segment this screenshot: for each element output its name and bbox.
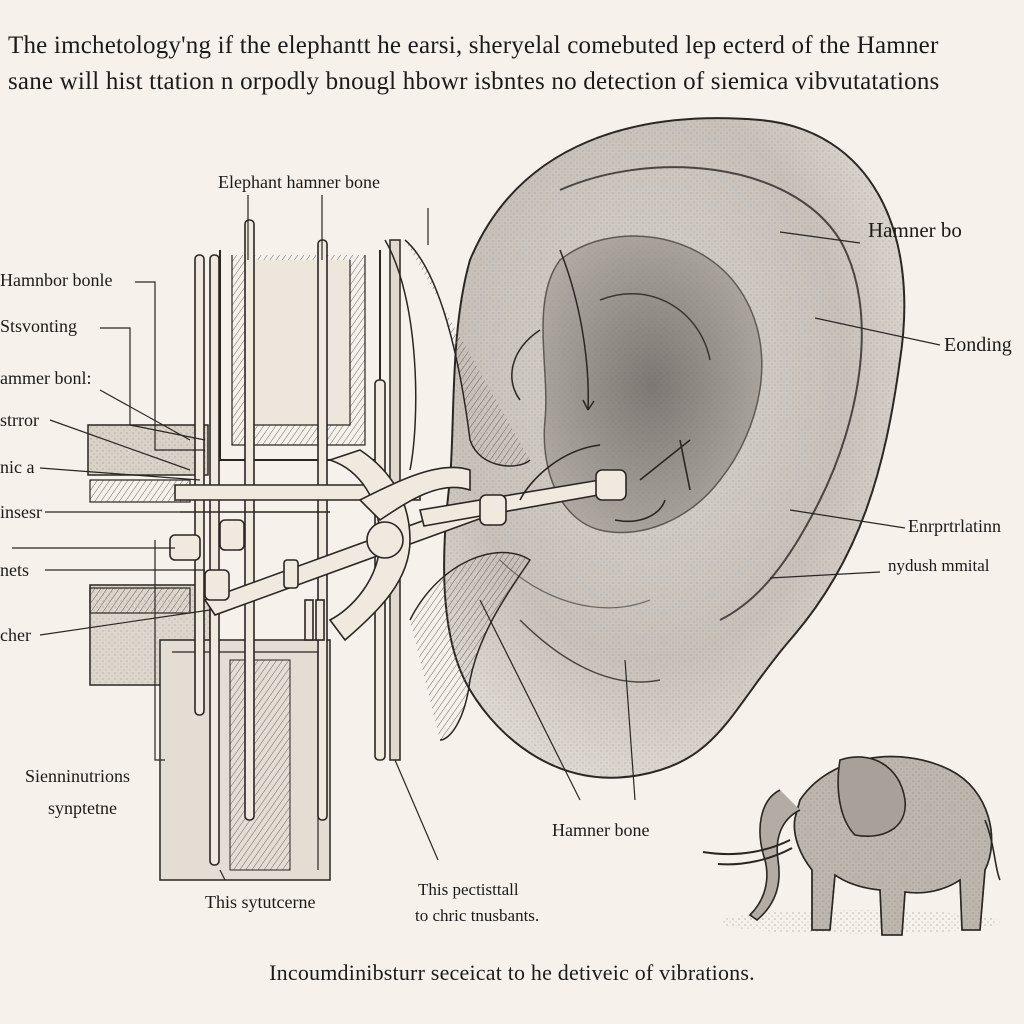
caption: Incoumdinibsturr seceicat to he detiveic… (269, 960, 755, 985)
header-line-2: sane will hist ttation n orpodly bnougl … (8, 68, 940, 95)
leader-lines (12, 195, 941, 881)
label-left-7: nets (0, 560, 29, 580)
label-left-bottom-1: Sienninutrions (25, 766, 131, 786)
label-left-bottom-2: synptetne (48, 798, 117, 818)
label-right-2: Eonding (944, 334, 1012, 356)
elephant-sketch (702, 755, 1001, 936)
label-right-3: Enrprtrlatinn (908, 516, 1001, 536)
label-bottom-right-1: This pectisttall (418, 880, 519, 899)
label-left-1: Hamnbor bonle (0, 270, 113, 290)
label-bottom-right-2: to chric tnusbants. (415, 906, 540, 925)
outer-ear (443, 117, 906, 779)
label-left-4: strror (0, 410, 39, 430)
header-line-1: The imchetology'ng if the elephantt he e… (8, 32, 939, 59)
label-top: Elephant hamner bone (218, 172, 380, 192)
label-left-6: insesr (0, 502, 42, 522)
label-right-4: nydush mmital (888, 556, 990, 575)
label-left-3: ammer bonl: (0, 368, 92, 388)
label-left-8: cher (0, 625, 31, 645)
label-left-5: nic a (0, 457, 35, 477)
label-right-1: Hamner bo (868, 218, 962, 242)
label-ear-bottom: Hamner bone (552, 820, 650, 840)
skull-cross-section (87, 239, 532, 881)
label-left-2: Stsvonting (0, 316, 78, 336)
label-bottom-center: This sytutcerne (205, 892, 316, 912)
ossicle-rods (169, 219, 691, 866)
